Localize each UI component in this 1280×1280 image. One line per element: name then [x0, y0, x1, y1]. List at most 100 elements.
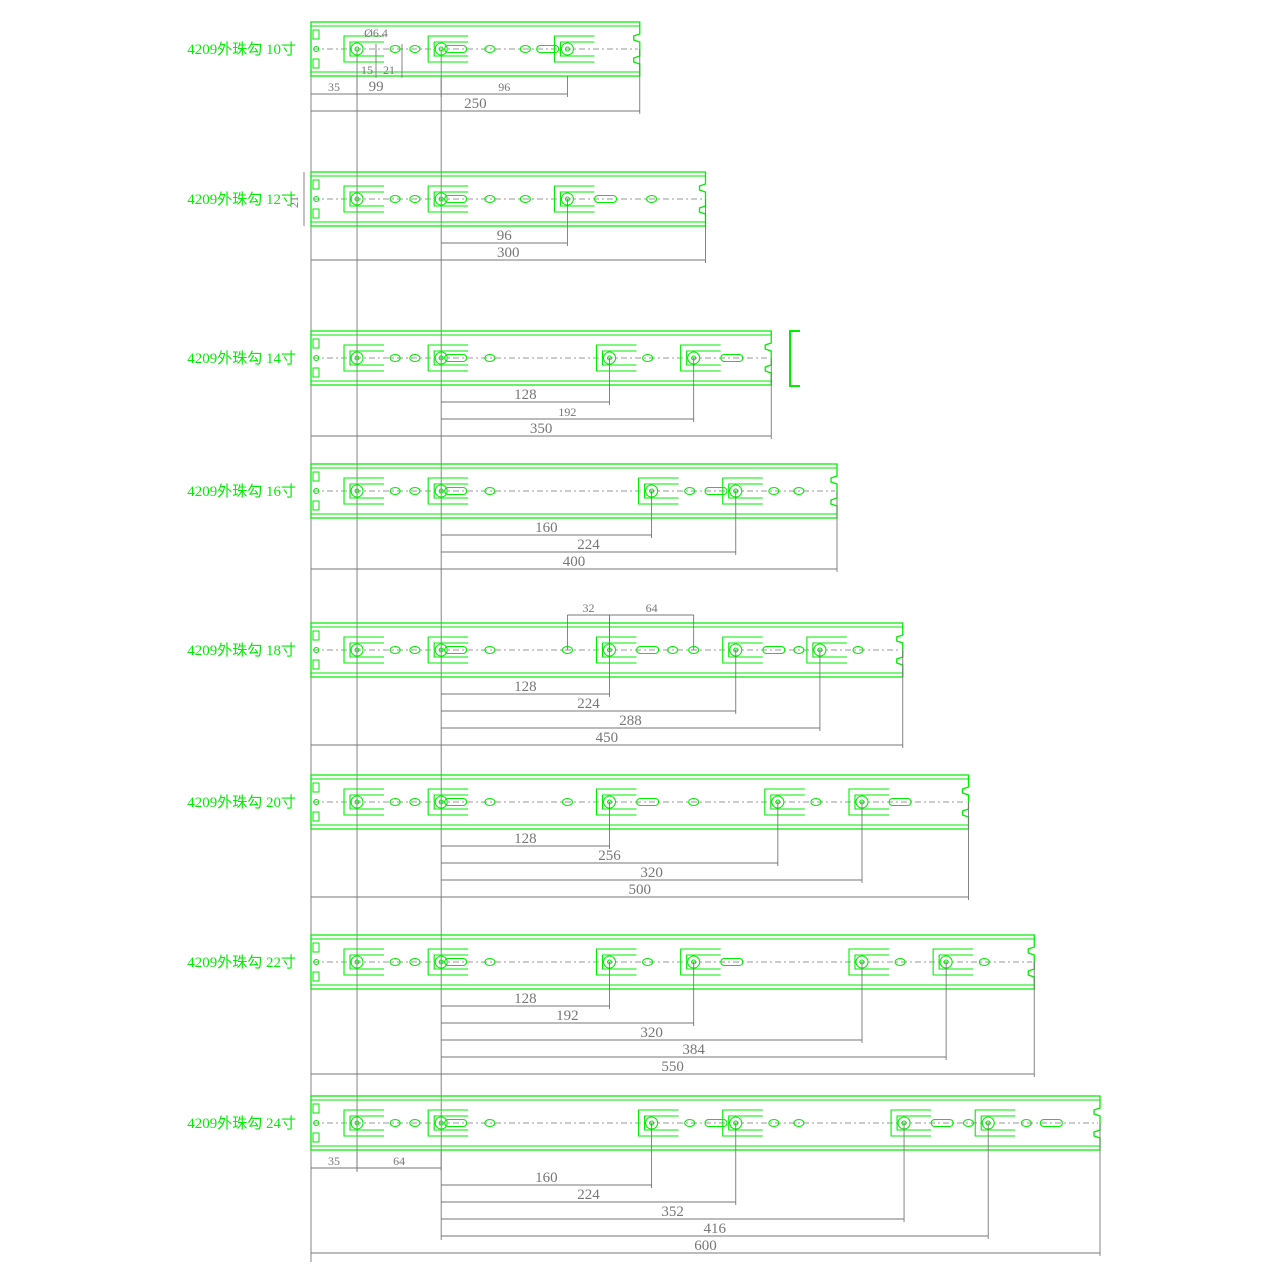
mounting-bracket [427, 948, 469, 976]
mounting-screw-hole [350, 955, 364, 969]
dimension-text: 352 [661, 1204, 684, 1220]
round-hole [409, 353, 421, 363]
round-hole [1020, 1118, 1032, 1128]
hole-spacing-callout: 15 [361, 63, 373, 77]
rail-label: 4209外珠勾 12寸 [187, 191, 296, 208]
mounting-screw-center [354, 799, 360, 805]
profile-bracket [789, 330, 800, 387]
slot-hole [444, 797, 468, 807]
mounting-screw-hole [434, 795, 448, 809]
slot-hole [636, 797, 660, 807]
round-hole [409, 645, 421, 655]
dimension-text: 400 [563, 554, 586, 570]
front-hole [313, 646, 320, 654]
mounting-screw-center [438, 46, 444, 52]
mounting-hole [553, 35, 595, 63]
mounting-bracket [806, 636, 847, 664]
slot-hole [444, 194, 468, 204]
mounting-screw-center [354, 959, 360, 965]
front-hole [313, 958, 320, 966]
chain-dimension-text: 35 [328, 1154, 340, 1168]
hole-diameter-callout: Ø6.4 [364, 26, 388, 40]
slot-hole [444, 645, 468, 655]
rail-end-stop [312, 1103, 320, 1114]
round-hole [646, 194, 658, 204]
mounting-hole [343, 1109, 385, 1137]
rail-end-stop [312, 367, 320, 378]
mounting-screw-center [354, 647, 360, 653]
rail-label: 4209外珠勾 24寸 [187, 1115, 296, 1132]
hole-spacing-callout: 21 [383, 63, 395, 77]
mounting-bracket [932, 948, 974, 976]
mounting-hole [343, 344, 385, 372]
chain-dimension-text: 96 [498, 80, 510, 94]
mounting-hole [427, 344, 469, 372]
mounting-bracket [343, 636, 385, 664]
round-hole [561, 797, 573, 807]
rail-end-stop [312, 942, 320, 953]
dimension-text: 128 [514, 991, 537, 1007]
mounting-screw-center [438, 1120, 444, 1126]
mounting-bracket [427, 185, 469, 213]
dimension-text: 350 [530, 421, 553, 437]
vertical-reference-lines [310, 22, 442, 1262]
mounting-bracket [427, 1109, 469, 1137]
mounting-bracket [595, 344, 637, 372]
round-hole [667, 645, 679, 655]
mounting-screw-center [354, 46, 360, 52]
mounting-bracket [722, 477, 763, 505]
mounting-screw-hole [434, 192, 448, 206]
round-hole [688, 797, 700, 807]
rail-end-stop [312, 659, 320, 670]
mounting-bracket [848, 788, 889, 816]
mounting-bracket [553, 35, 595, 63]
dimension-text: 192 [558, 405, 576, 419]
round-hole [768, 1118, 780, 1128]
slot-hole [536, 44, 560, 54]
mounting-screw-center [354, 1120, 360, 1126]
slot-hole [444, 353, 468, 363]
mounting-screw-center [438, 196, 444, 202]
rail-label: 4209外珠勾 16寸 [187, 483, 296, 500]
rail-end-stop [312, 630, 320, 641]
mounting-bracket [427, 344, 469, 372]
slot-hole [704, 1118, 728, 1128]
mounting-bracket [638, 477, 679, 505]
slot-hole [720, 957, 744, 967]
mounting-hole [427, 948, 469, 976]
mounting-screw-hole [434, 1116, 448, 1130]
dimension-text: 250 [464, 96, 487, 112]
round-hole [793, 645, 805, 655]
round-hole [962, 1118, 975, 1128]
round-hole [409, 797, 421, 807]
dimension-text: 600 [694, 1238, 717, 1254]
mounting-bracket [680, 344, 721, 372]
round-hole [484, 44, 496, 54]
top-dimension-text: 64 [646, 601, 658, 615]
rail-end-stop [312, 971, 320, 982]
mounting-bracket [343, 35, 385, 63]
dimension-text: 288 [619, 713, 642, 729]
mounting-bracket [764, 788, 805, 816]
round-hole [484, 1118, 496, 1128]
slot-hole [762, 645, 786, 655]
rail-end-stop [312, 1132, 320, 1143]
front-hole [313, 45, 320, 53]
mounting-screw-center [438, 799, 444, 805]
round-hole [519, 194, 531, 204]
mounting-hole [343, 477, 385, 505]
mounting-screw-hole [434, 484, 448, 498]
mounting-screw-hole [350, 42, 364, 56]
mounting-screw-center [354, 488, 360, 494]
slot-hole [444, 1118, 468, 1128]
round-hole [978, 957, 990, 967]
round-hole [484, 353, 496, 363]
mounting-hole [343, 948, 385, 976]
mounting-bracket [427, 35, 469, 63]
dimension-text: 320 [640, 865, 663, 881]
mounting-bracket [848, 948, 889, 976]
